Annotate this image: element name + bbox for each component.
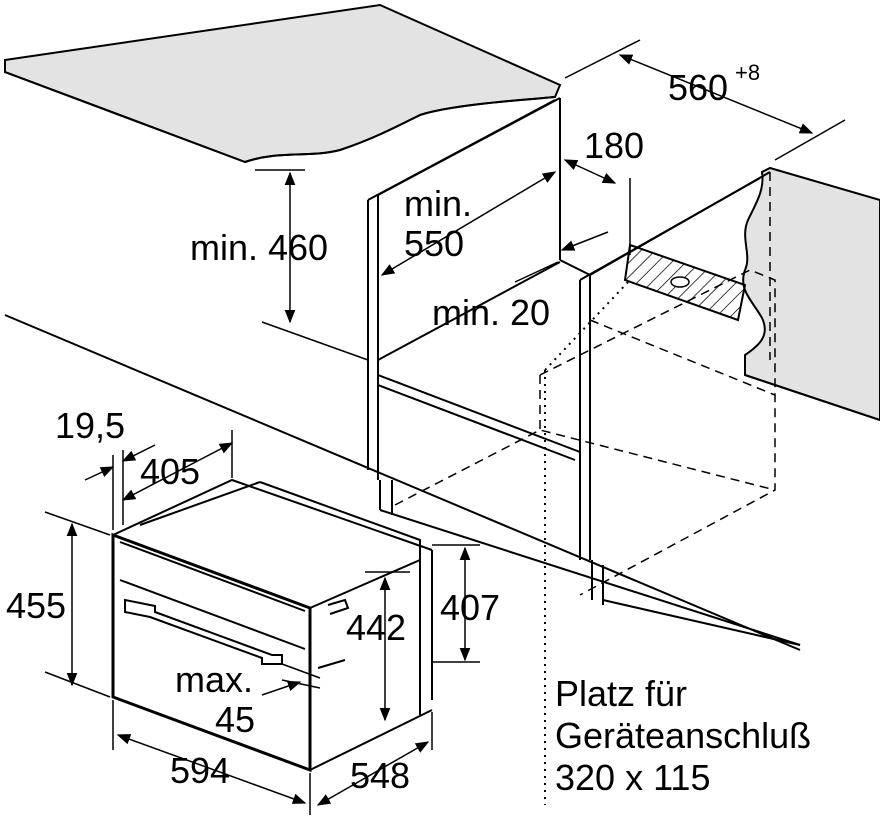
label-niche-width-tolerance: +8 — [735, 60, 760, 85]
connection-pointer-line-2 — [544, 279, 631, 371]
label-max-45-line1: max. — [175, 659, 253, 700]
label-min-550-line2: 550 — [404, 223, 464, 264]
niche-hidden-lines — [394, 172, 776, 596]
label-min-20: min. 20 — [432, 292, 550, 333]
label-niche-width: 560 — [668, 67, 728, 108]
note-line-2: Geräteanschluß — [555, 715, 811, 756]
label-407: 407 — [440, 587, 500, 628]
oven-appliance — [111, 478, 433, 773]
dimension-labels: 560 +8 180 min. 460 min. 550 min. 20 19,… — [6, 60, 760, 796]
label-min-460: min. 460 — [190, 227, 328, 268]
worktop-left — [4, 3, 562, 164]
label-max-45-line2: 45 — [215, 699, 255, 740]
label-180: 180 — [584, 125, 644, 166]
label-min-550-line1: min. — [404, 183, 472, 224]
note-line-3: 320 x 115 — [555, 757, 710, 798]
note-line-1: Platz für — [555, 673, 687, 714]
label-455: 455 — [6, 585, 66, 626]
label-442: 442 — [346, 607, 406, 648]
worktop-right — [742, 166, 880, 422]
label-19-5: 19,5 — [55, 405, 125, 446]
label-594: 594 — [170, 750, 230, 791]
cabinet-niche — [4, 97, 801, 651]
connection-note: Platz für Geräteanschluß 320 x 115 — [555, 673, 811, 798]
label-548: 548 — [350, 755, 410, 796]
label-405: 405 — [140, 451, 200, 492]
connection-zone — [623, 243, 747, 322]
dimension-lines — [44, 39, 846, 815]
